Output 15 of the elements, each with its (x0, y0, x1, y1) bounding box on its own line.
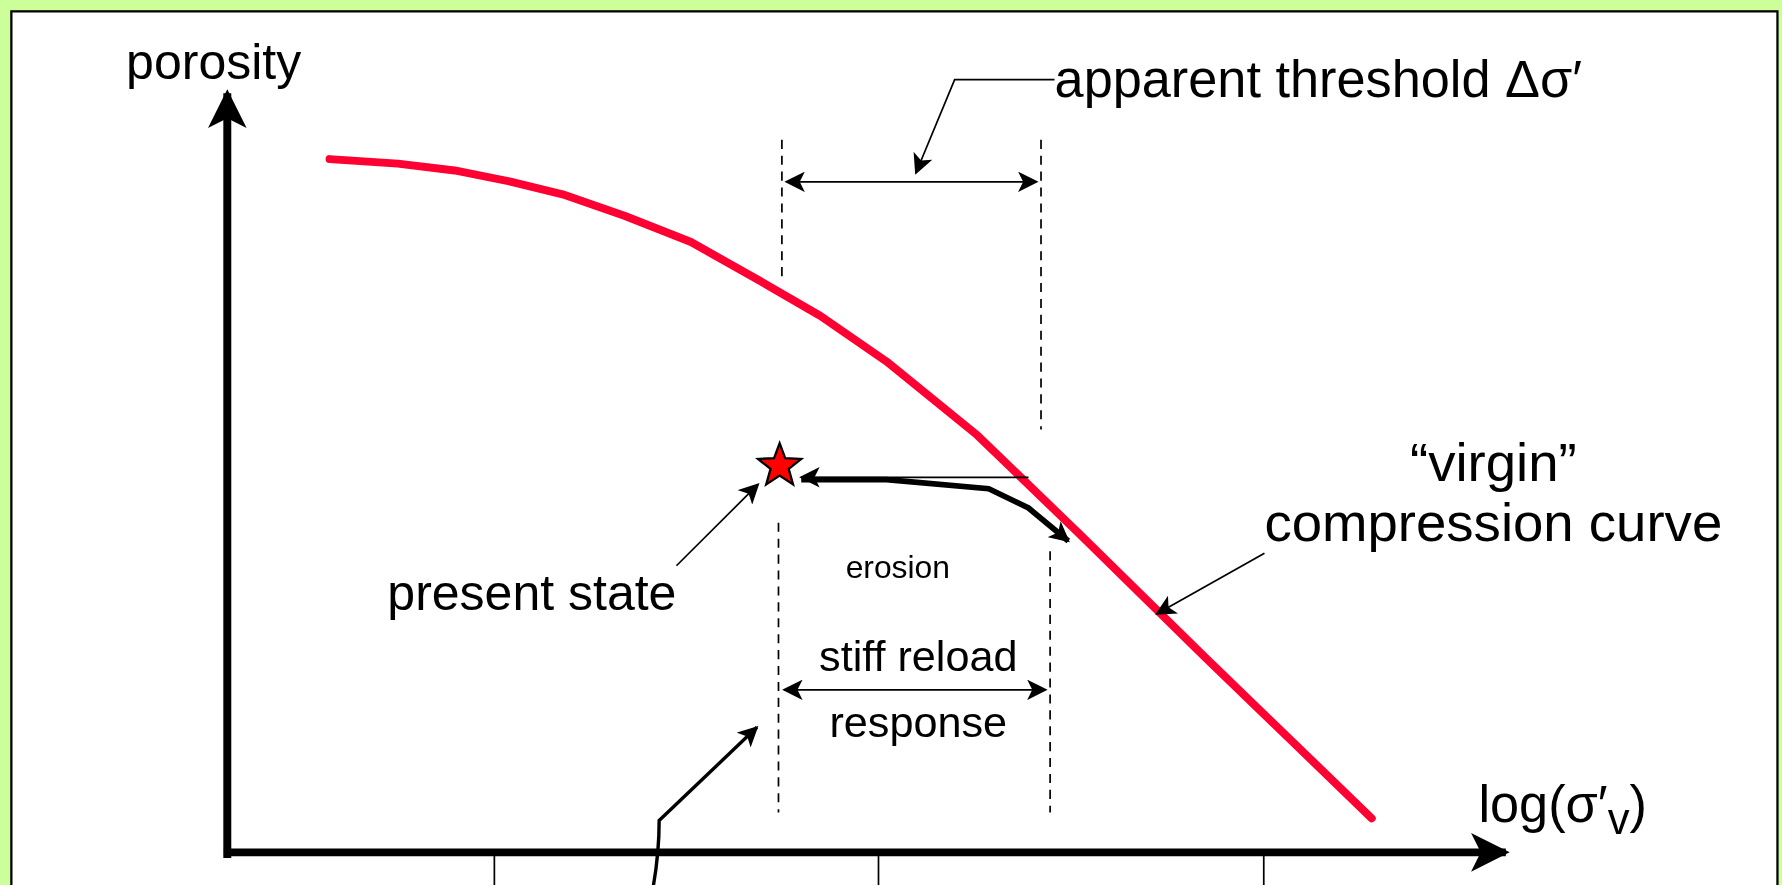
callout-label: apparent threshold Δσ′ (1054, 50, 1583, 109)
star-icon (754, 439, 805, 487)
callout-label: compression curve (1264, 493, 1723, 554)
dimension-label: stiff reload (819, 633, 1018, 681)
axis-title: log(σ′$_{v}$) (1478, 775, 1647, 843)
arrow (675, 482, 760, 567)
callout-label: present state (387, 565, 677, 621)
callout-label: “virgin” (1409, 433, 1578, 494)
arrow (913, 78, 1056, 175)
arrow (1155, 552, 1266, 615)
region-label: erosion (845, 550, 950, 586)
axis-title: porosity (126, 35, 302, 90)
arrow (801, 476, 1071, 544)
dimension-label: response (829, 699, 1008, 747)
arrow (799, 467, 1030, 488)
